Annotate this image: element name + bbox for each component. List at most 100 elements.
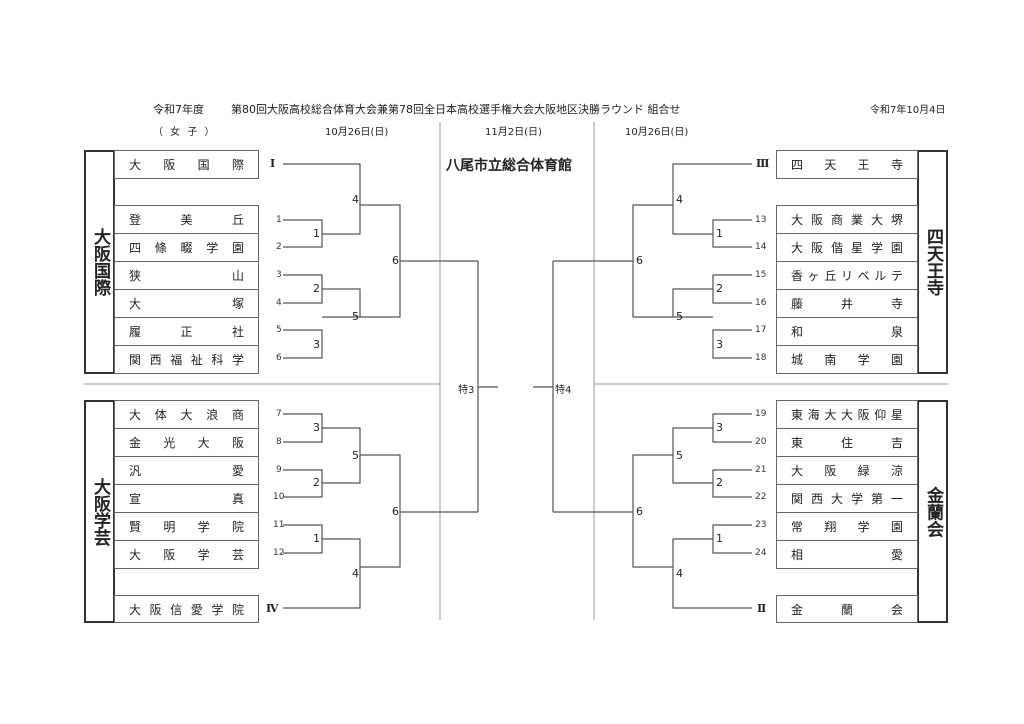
team-name: 大体大浪商 <box>129 406 244 423</box>
team-number: 19 <box>755 409 767 419</box>
team-name: 城南学園 <box>791 351 903 368</box>
team-name: 和泉 <box>791 323 903 340</box>
team-name: 相愛 <box>791 546 903 563</box>
team-name-char: 学 <box>211 602 224 617</box>
team-name-char: 大 <box>180 408 193 422</box>
team-name-char: 大 <box>791 241 804 255</box>
team-number: 8 <box>276 437 282 447</box>
team-name: 常翔学園 <box>791 518 903 535</box>
team-box: 大阪偕星学園 <box>776 233 918 262</box>
team-name-char: ル <box>874 269 887 283</box>
team-name-char: 愛 <box>890 548 903 562</box>
team-name-char: 阪 <box>231 436 244 450</box>
block-name: 大阪国際 <box>90 228 110 296</box>
team-box: 宣真 <box>114 484 259 513</box>
team-name-char: 光 <box>163 436 176 450</box>
team-name-char: 学 <box>197 548 210 562</box>
team-box: 藤井寺 <box>776 289 918 318</box>
team-box: 四天王寺 <box>776 150 918 179</box>
team-name-char: 吉 <box>890 436 903 450</box>
team-number: 24 <box>755 548 767 558</box>
block-label-box: 大阪学芸 <box>84 400 115 623</box>
team-name-char: 畷 <box>180 241 193 255</box>
team-name-char: 明 <box>163 520 176 534</box>
team-name-char: 社 <box>231 325 244 339</box>
seed-label: Ⅰ <box>270 157 276 170</box>
tl-r2a-line <box>283 163 361 235</box>
team-name-char: 学 <box>857 520 870 534</box>
block-name: 大阪学芸 <box>90 477 110 546</box>
team-name-char: ヶ <box>807 269 820 283</box>
team-name: 大阪国際 <box>129 156 244 173</box>
team-name-char: 祉 <box>190 353 203 367</box>
team-box: 大阪信愛学院 <box>114 595 259 623</box>
team-name: 大阪緑涼 <box>791 462 903 479</box>
team-name: 賢明学院 <box>129 518 244 535</box>
team-name: 東住吉 <box>791 434 903 451</box>
tl-r1a-line <box>283 219 323 248</box>
br-r2b-line <box>672 538 752 609</box>
round-number: 2 <box>313 282 320 295</box>
team-name-char: 西 <box>149 353 162 367</box>
team-number: 3 <box>276 270 282 280</box>
team-box: 大塚 <box>114 289 259 318</box>
team-name-char: 正 <box>180 325 193 339</box>
team-number: 12 <box>273 548 285 558</box>
team-name-char: 大 <box>870 213 883 227</box>
team-name-char: 愛 <box>190 602 203 617</box>
team-box: 金光大阪 <box>114 428 259 457</box>
team-name-char: 西 <box>810 492 823 506</box>
team-name-char: 相 <box>791 548 804 562</box>
team-name-char: 藤 <box>791 297 804 311</box>
team-name-char: 宣 <box>129 492 142 506</box>
team-name-char: 学 <box>850 492 863 506</box>
team-number: 21 <box>755 465 767 475</box>
team-box: 大阪国際 <box>114 150 259 179</box>
team-name-char: 寺 <box>890 297 903 311</box>
team-name-char: ベ <box>857 269 870 283</box>
team-number: 13 <box>755 215 767 225</box>
team-name-char: 阪 <box>810 213 823 227</box>
team-name-char: 海 <box>807 408 820 422</box>
special-right-label: 特4 <box>555 385 572 396</box>
team-box: 常翔学園 <box>776 512 918 541</box>
team-name-char: 浪 <box>206 408 219 422</box>
team-name-char: 東 <box>791 436 804 450</box>
team-name: 関西福祉科学 <box>129 351 244 368</box>
team-name-char: 南 <box>824 353 837 367</box>
team-number: 23 <box>755 520 767 530</box>
team-name-char: 芸 <box>231 548 244 562</box>
team-name-char: 阪 <box>824 464 837 478</box>
team-name-char: 金 <box>791 602 804 617</box>
round-number: 5 <box>352 310 359 323</box>
team-number: 9 <box>276 465 282 475</box>
seed-label: Ⅳ <box>266 602 279 615</box>
issue-date: 令和7年10月4日 <box>870 105 946 116</box>
team-name-char: 関 <box>129 353 142 367</box>
team-name-char: 常 <box>791 520 804 534</box>
team-number: 6 <box>276 353 282 363</box>
team-name-char: 大 <box>129 408 142 422</box>
block-name: 金蘭会 <box>923 486 943 537</box>
team-name-char: 園 <box>890 353 903 367</box>
team-name: 金蘭会 <box>791 601 903 618</box>
team-box: 金蘭会 <box>776 595 918 623</box>
team-box: 賢明学院 <box>114 512 259 541</box>
team-number: 4 <box>276 298 282 308</box>
team-name-char: 商 <box>231 408 244 422</box>
team-name-char: 堺 <box>890 213 903 227</box>
team-name-char: 寺 <box>890 158 903 172</box>
team-name-char: 天 <box>824 158 837 172</box>
team-name-char: 大 <box>197 436 210 450</box>
team-box: 城南学園 <box>776 345 918 374</box>
team-name: 香ヶ丘リベルテ <box>791 267 903 284</box>
team-name-char: 狭 <box>129 269 142 283</box>
team-name: 大阪信愛学院 <box>129 601 244 618</box>
team-name-char: 星 <box>890 408 903 422</box>
team-name: 大塚 <box>129 295 244 312</box>
team-name: 四條畷学園 <box>129 239 244 256</box>
team-name-char: 学 <box>206 241 219 255</box>
team-name-char: 学 <box>857 353 870 367</box>
team-name-char: 香 <box>791 269 804 283</box>
team-name: 履正社 <box>129 323 244 340</box>
